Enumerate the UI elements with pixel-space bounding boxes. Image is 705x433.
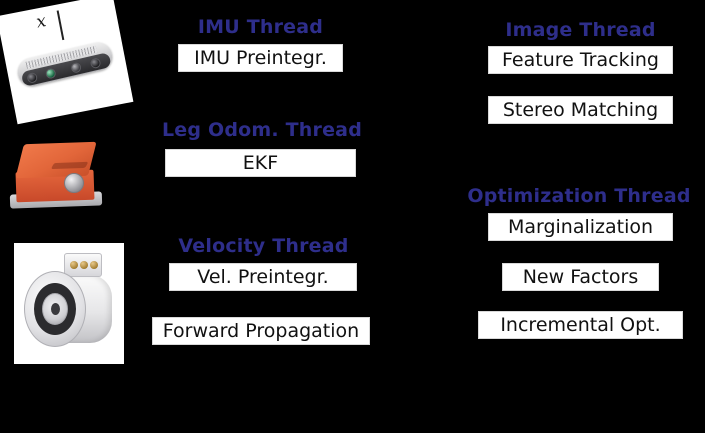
camera-axis-label: x xyxy=(34,11,48,33)
actuator-terminal-post xyxy=(80,261,88,269)
imu-connector xyxy=(64,173,84,193)
camera-lens-left xyxy=(26,71,39,84)
actuator-terminal-post xyxy=(90,261,98,269)
module-stereo-matching[interactable]: Stereo Matching xyxy=(488,96,673,124)
imu-brand-marking xyxy=(50,161,89,170)
camera-lens-ir-emitter xyxy=(44,67,57,80)
thread-title-velocity: Velocity Thread xyxy=(178,235,349,257)
module-velocity-preintegration[interactable]: Vel. Preintegr. xyxy=(169,263,357,291)
module-incremental-optimization[interactable]: Incremental Opt. xyxy=(478,311,683,339)
module-feature-tracking[interactable]: Feature Tracking xyxy=(488,46,673,74)
camera-axis-tick xyxy=(56,10,65,41)
stereo-camera-photo: x xyxy=(0,0,134,125)
module-marginalization[interactable]: Marginalization xyxy=(488,213,673,241)
module-imu-preintegration[interactable]: IMU Preintegr. xyxy=(178,44,343,72)
imu-top-face xyxy=(15,141,97,179)
thread-title-imu: IMU Thread xyxy=(197,16,324,38)
thread-title-optimization: Optimization Thread xyxy=(467,185,691,207)
module-new-factors[interactable]: New Factors xyxy=(502,263,659,291)
actuator-terminal-block xyxy=(64,253,102,277)
actuator-terminal-post xyxy=(70,261,78,269)
camera-lens-rgb xyxy=(69,61,82,74)
camera-lens-right xyxy=(89,56,102,69)
thread-title-leg-odom: Leg Odom. Thread xyxy=(161,119,362,141)
actuator-bore xyxy=(51,303,60,315)
module-ekf[interactable]: EKF xyxy=(165,149,356,177)
imu-sensor-photo xyxy=(4,131,116,217)
joint-actuator-photo xyxy=(14,243,124,364)
thread-title-image: Image Thread xyxy=(505,19,656,41)
camera-body xyxy=(15,39,115,89)
module-forward-propagation[interactable]: Forward Propagation xyxy=(152,317,370,345)
